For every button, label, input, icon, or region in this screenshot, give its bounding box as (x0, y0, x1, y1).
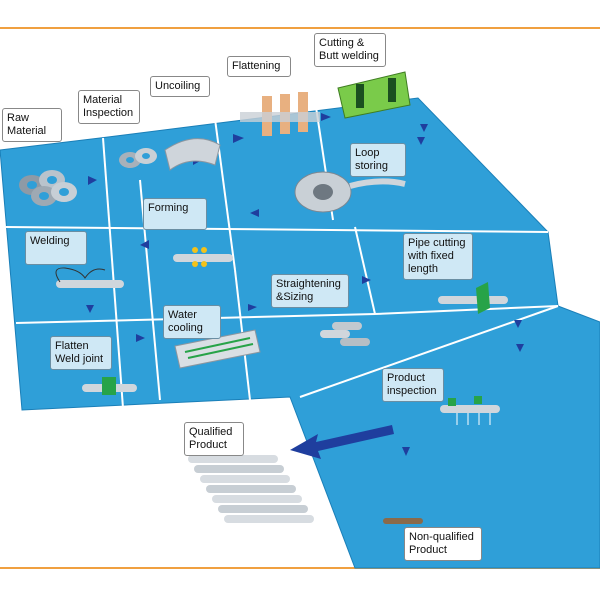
raw-material-coils (19, 170, 77, 206)
inspection-coils (119, 148, 157, 168)
uncoiling-sheet (164, 138, 221, 171)
arrow-straightening-to-cutting (362, 276, 371, 284)
label-qualified-product: Qualified Product (184, 422, 244, 456)
label-forming: Forming (143, 198, 207, 230)
arrow-cutting-to-loop-2 (417, 137, 425, 145)
cutting-welding-machine (337, 71, 411, 119)
welding-pipe (55, 267, 124, 288)
label-pipe-cutting: Pipe cutting with fixed length (403, 233, 473, 280)
qualified-product-stack (188, 455, 314, 523)
label-flattening: Flattening (227, 56, 291, 77)
label-product-inspection: Product inspection (382, 368, 444, 402)
label-welding: Welding (25, 231, 87, 265)
label-raw-material: Raw Material (2, 108, 62, 142)
flattening-rollers (240, 92, 320, 136)
arrow-cutting-to-loop (420, 124, 428, 132)
non-qualified-pipe (383, 518, 423, 524)
label-loop-storing: Loop storing (350, 143, 406, 177)
straightening-pipes (320, 322, 370, 346)
arrow-raw-to-inspection (88, 176, 97, 185)
label-water-cooling: Water cooling (163, 305, 221, 339)
water-cooling-unit (174, 329, 261, 369)
label-straightening-sizing: Straightening &Sizing (271, 274, 349, 308)
arrow-flattening-to-cutting (321, 113, 331, 121)
label-material-inspection: Material Inspection (78, 90, 140, 124)
arrow-to-qualified-product (290, 425, 394, 459)
flatten-weld-pipe (82, 377, 137, 395)
label-non-qualified-product: Non-qualified Product (404, 527, 482, 561)
arrow-cutting-to-inspection (514, 320, 522, 328)
label-cutting-butt-welding: Cutting & Butt welding (314, 33, 386, 67)
arrow-welding-to-flatten (86, 305, 94, 313)
arrow-cutting-to-inspection-2 (516, 344, 524, 352)
arrow-loop-to-forming (250, 209, 259, 217)
pipe-cutting-machine (438, 282, 508, 314)
bottom-frame-line (0, 567, 600, 569)
label-flatten-weld-joint: Flatten Weld joint (50, 336, 112, 370)
product-inspection-rig (440, 396, 500, 425)
loop-storing-coil (294, 171, 406, 213)
arrow-inspection-down (402, 447, 410, 456)
arrow-water-to-straightening (248, 304, 257, 311)
arrow-flatten-to-water (136, 334, 145, 342)
top-frame-line (0, 27, 600, 29)
arrow-forming-to-welding (140, 240, 149, 249)
arrow-uncoiling-to-flattening (233, 134, 244, 143)
label-uncoiling: Uncoiling (150, 76, 210, 97)
forming-pipe (173, 247, 233, 267)
